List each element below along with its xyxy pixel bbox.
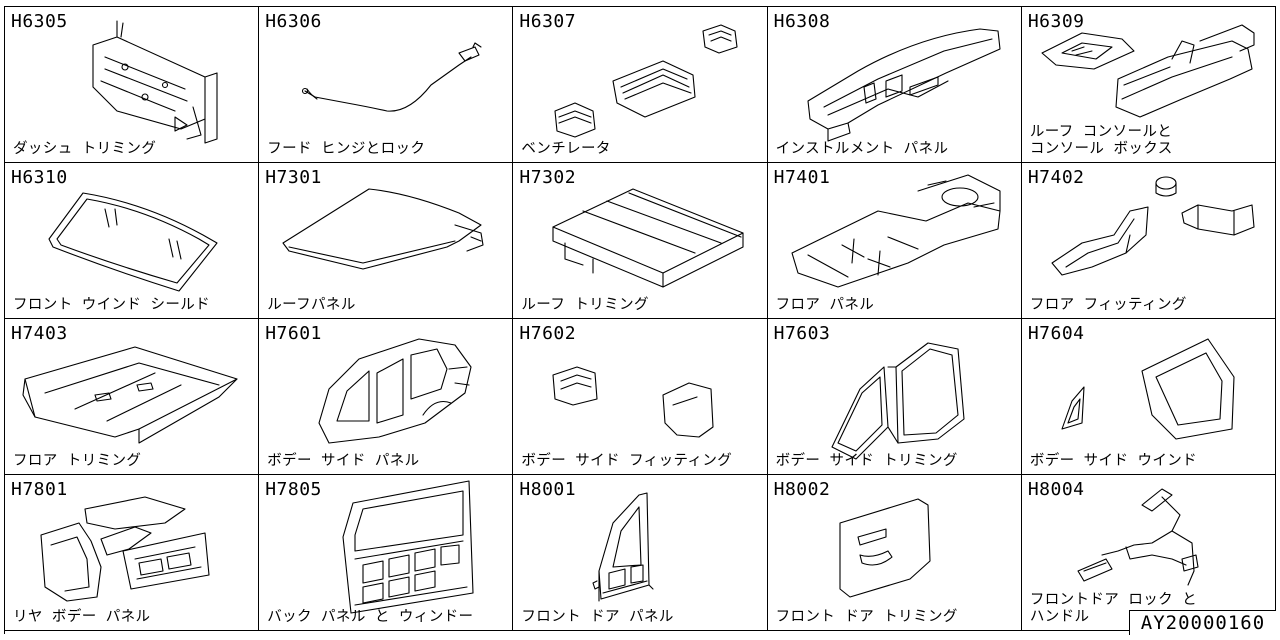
- part-group-cell[interactable]: H7301 ルーフパネル: [259, 163, 514, 319]
- part-group-cell[interactable]: H7602 ボデー サイド フィッティング: [513, 319, 768, 475]
- part-group-label: ボデー サイド ウインド: [1029, 453, 1198, 469]
- part-group-code: H7402: [1027, 167, 1085, 188]
- part-group-code: H7601: [265, 323, 322, 344]
- part-group-label: フロント ウインド シールド: [13, 297, 211, 313]
- part-group-code: H7401: [773, 167, 831, 188]
- part-group-code: H6309: [1027, 11, 1085, 32]
- part-group-label: インストルメント パネル: [775, 141, 949, 157]
- grid-row: H7801 リヤ ボデー パネル H7805 バック パネル と ウィンドー H80…: [5, 475, 1277, 631]
- part-group-label: フロント ドア トリミング: [775, 609, 958, 625]
- grid-row: H7403 フロア トリミング H7601 ボデー サイド パネル H7602 ボデー…: [5, 319, 1277, 475]
- part-group-label: リヤ ボデー パネル: [13, 609, 151, 625]
- part-group-label: バック パネル と ウィンドー: [267, 609, 474, 625]
- part-group-label: ルーフ コンソールと コンソール ボックス: [1029, 124, 1173, 157]
- part-group-code: H6307: [519, 11, 577, 32]
- part-group-cell[interactable]: H6310 フロント ウインド シールド: [5, 163, 260, 319]
- catalog-id: AY20000160: [1129, 610, 1276, 635]
- part-group-cell[interactable]: H6308 インストルメント パネル: [767, 7, 1022, 163]
- part-group-label: フロア フィッティング: [1029, 297, 1187, 313]
- part-group-cell[interactable]: H7604 ボデー サイド ウインド: [1021, 319, 1277, 475]
- part-group-code: H8004: [1027, 479, 1085, 500]
- part-group-label: ボデー サイド フィッティング: [521, 453, 733, 469]
- part-group-cell[interactable]: H6309 ルーフ コンソールと コンソール ボックス: [1021, 7, 1277, 163]
- part-group-cell[interactable]: H8004 フロントドア ロック と ハンドル: [1021, 475, 1277, 631]
- part-group-cell[interactable]: H7601 ボデー サイド パネル: [259, 319, 514, 475]
- part-group-code: H7301: [265, 167, 322, 188]
- part-group-label: ダッシュ トリミング: [13, 141, 157, 157]
- part-group-cell[interactable]: H7403 フロア トリミング: [5, 319, 260, 475]
- part-group-code: H7602: [519, 323, 577, 344]
- part-group-cell[interactable]: H7805 バック パネル と ウィンドー: [259, 475, 514, 631]
- part-group-cell[interactable]: H6306 フード ヒンジとロック: [259, 7, 514, 163]
- part-group-code: H6310: [11, 167, 68, 188]
- part-group-cell[interactable]: H7302 ルーフ トリミング: [513, 163, 768, 319]
- grid-row: H6305 ダッシュ トリミング H6306 フード ヒンジとロック H6307 ベン…: [5, 7, 1277, 163]
- part-group-label: ボデー サイド パネル: [267, 453, 420, 469]
- part-group-cell[interactable]: H7402 フロア フィッティング: [1021, 163, 1277, 319]
- part-group-code: H7604: [1027, 323, 1085, 344]
- part-group-code: H6306: [265, 11, 322, 32]
- grid-row: H6310 フロント ウインド シールド H7301 ルーフパネル H7302 ルーフ…: [5, 163, 1277, 319]
- part-group-label: ベンチレータ: [521, 141, 611, 157]
- part-group-code: H7403: [11, 323, 68, 344]
- part-group-label: フロア パネル: [775, 297, 875, 313]
- part-group-label: ボデー サイド トリミング: [775, 453, 958, 469]
- part-group-label: ルーフ トリミング: [521, 297, 649, 313]
- part-group-cell[interactable]: H7801 リヤ ボデー パネル: [5, 475, 260, 631]
- part-group-code: H8001: [519, 479, 577, 500]
- parts-index-grid: H6305 ダッシュ トリミング H6306 フード ヒンジとロック H6307 ベン…: [4, 6, 1277, 634]
- part-group-code: H6305: [11, 11, 68, 32]
- part-group-label: フロントドア ロック と ハンドル: [1029, 592, 1198, 625]
- part-group-cell[interactable]: H6305 ダッシュ トリミング: [5, 7, 260, 163]
- part-group-cell[interactable]: H8001 フロント ドア パネル: [513, 475, 768, 631]
- part-group-code: H7805: [265, 479, 322, 500]
- part-group-label: フロント ドア パネル: [521, 609, 674, 625]
- part-group-code: H7302: [519, 167, 577, 188]
- part-group-code: H7603: [773, 323, 831, 344]
- part-group-cell[interactable]: H8002 フロント ドア トリミング: [767, 475, 1022, 631]
- part-group-label: ルーフパネル: [267, 297, 356, 313]
- part-group-label: フード ヒンジとロック: [267, 141, 426, 157]
- part-group-cell[interactable]: H6307 ベンチレータ: [513, 7, 768, 163]
- part-group-code: H6308: [773, 11, 831, 32]
- part-group-code: H7801: [11, 479, 68, 500]
- part-group-cell[interactable]: H7603 ボデー サイド トリミング: [767, 319, 1022, 475]
- part-group-label: フロア トリミング: [13, 453, 142, 469]
- part-group-cell[interactable]: H7401 フロア パネル: [767, 163, 1022, 319]
- part-group-code: H8002: [773, 479, 831, 500]
